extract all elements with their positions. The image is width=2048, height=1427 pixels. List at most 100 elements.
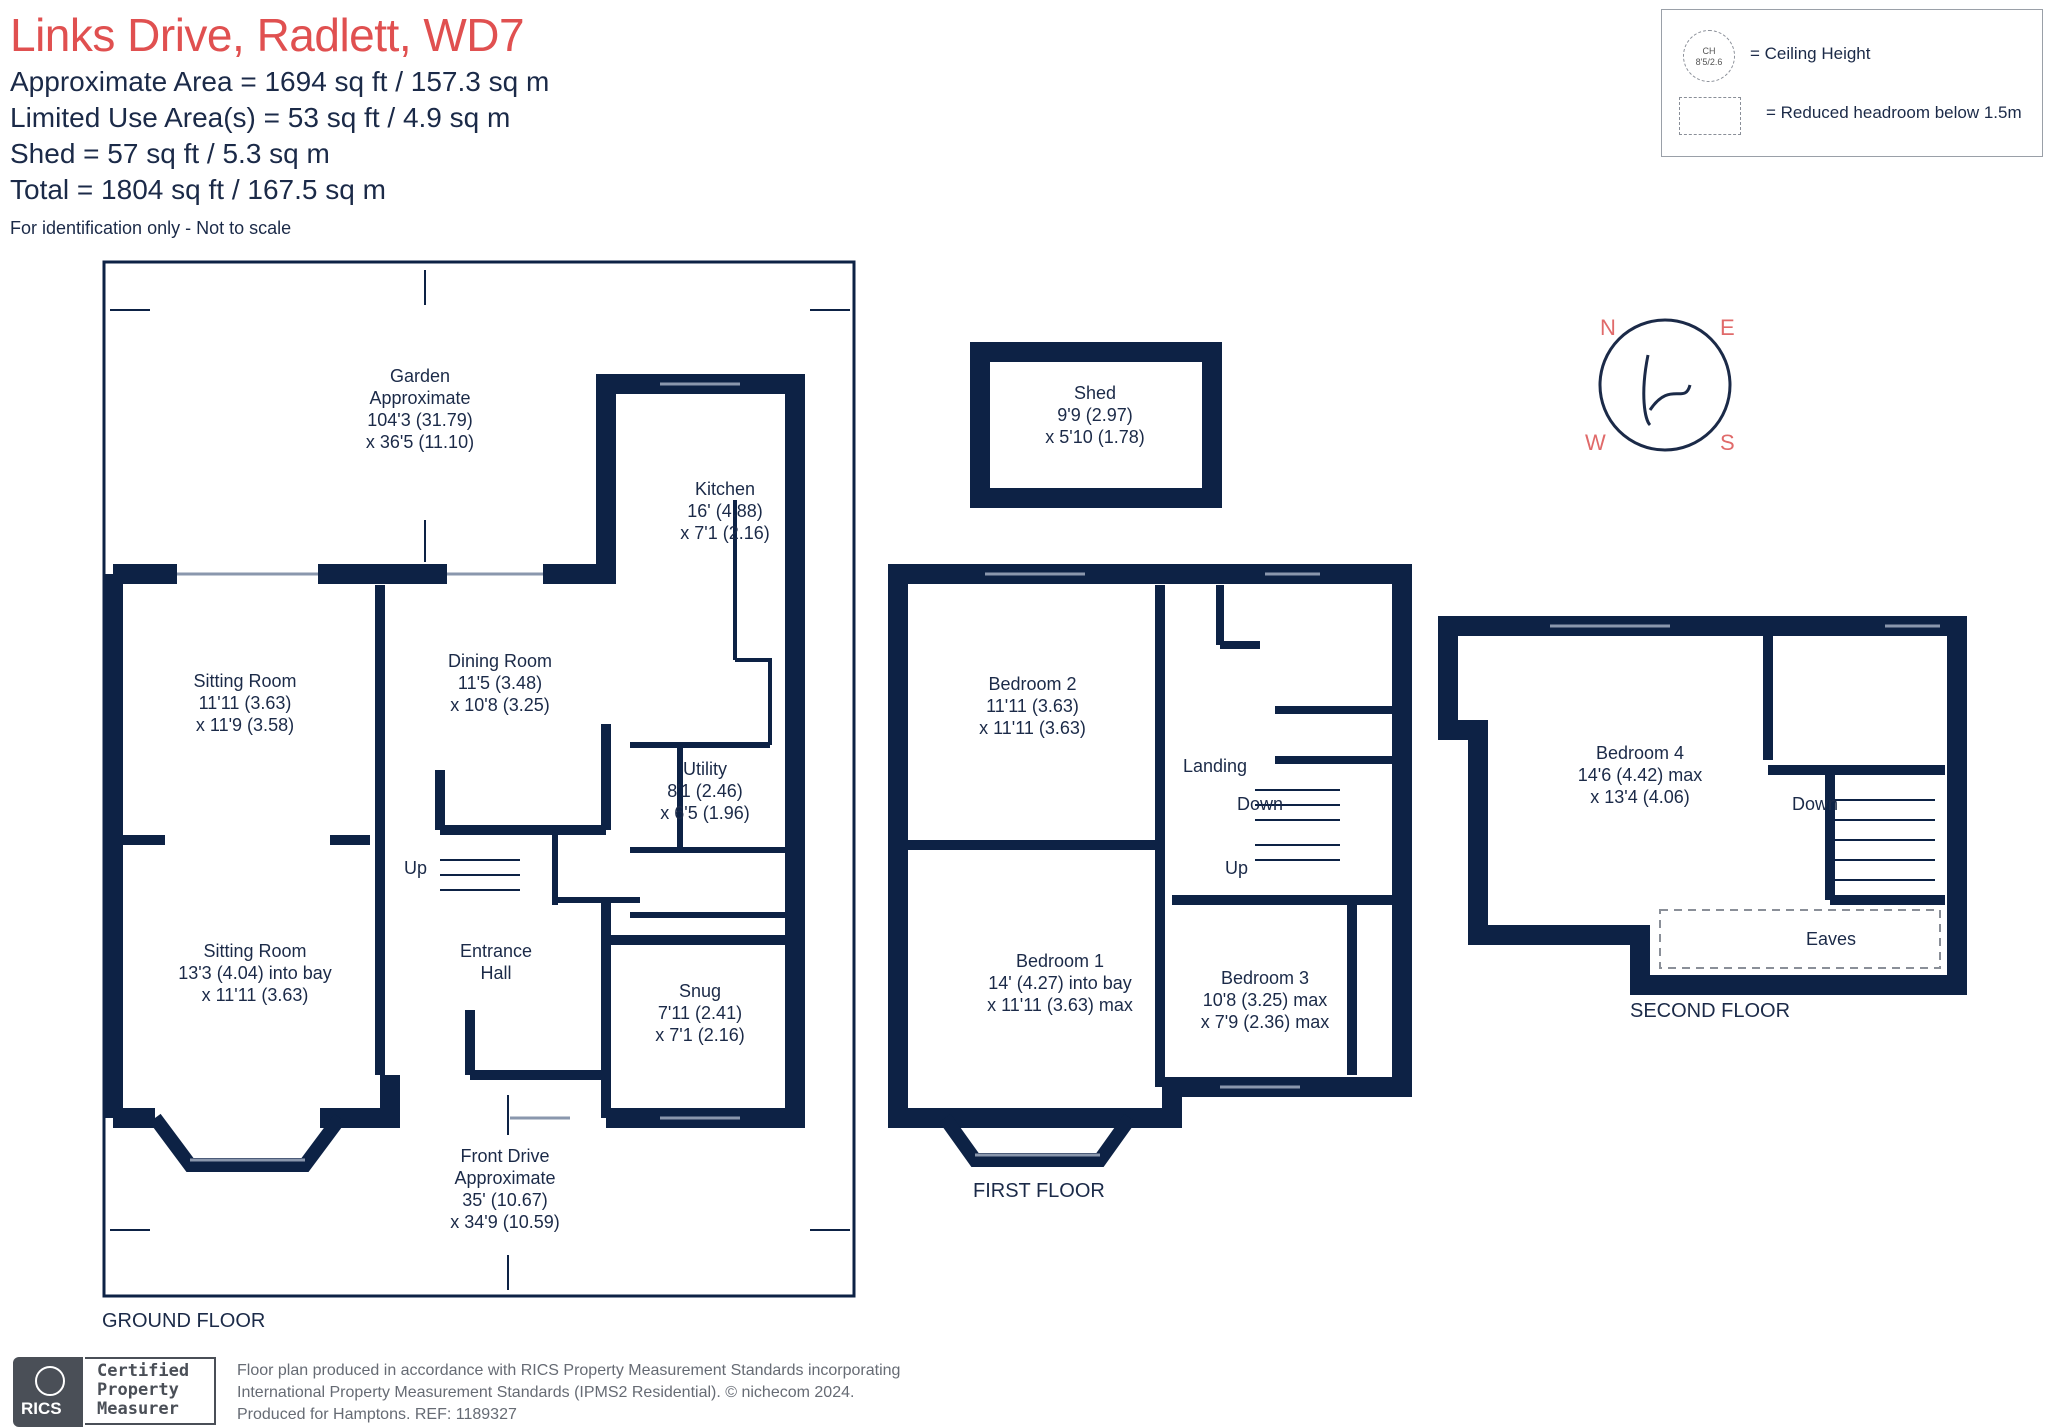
first-down-label: Down bbox=[1237, 794, 1284, 814]
bedroom-4-dim-2: x 13'4 (4.06) bbox=[1590, 787, 1690, 807]
sitting-room-2-dim-1: 13'3 (4.04) into bay bbox=[178, 963, 332, 983]
ground-wall-dining bbox=[435, 724, 611, 835]
first-floor-label: FIRST FLOOR bbox=[973, 1180, 1105, 1202]
kitchen-name: Kitchen bbox=[694, 479, 756, 499]
scale-note: For identification only - Not to scale bbox=[10, 218, 292, 238]
bedroom-3-dim-1: 10'8 (3.25) max bbox=[1202, 990, 1328, 1010]
landing-label: Landing bbox=[1183, 756, 1248, 776]
bedroom-1-label: Bedroom 1 14' (4.27) into bay x 11'11 (3… bbox=[970, 950, 1150, 1016]
sitting-room-1-dim-2: x 11'9 (3.58) bbox=[195, 715, 295, 735]
bedroom-2-label: Bedroom 2 11'11 (3.63) x 11'11 (3.63) bbox=[970, 673, 1095, 739]
kitchen-units bbox=[733, 500, 772, 745]
ground-wall-hall bbox=[465, 1010, 606, 1080]
second-floor-label: SECOND FLOOR bbox=[1630, 1000, 1791, 1022]
footer-text: Floor plan produced in accordance with R… bbox=[237, 1360, 900, 1426]
ground-up-label: Up bbox=[404, 858, 428, 878]
second-floor-internal bbox=[1763, 636, 1945, 905]
sitting-room-1-dim-1: 11'11 (3.63) bbox=[198, 693, 292, 713]
shed-walls bbox=[970, 342, 1222, 508]
eaves-area bbox=[1659, 909, 1941, 969]
rics-logo-text: RICS bbox=[21, 1399, 62, 1418]
front-drive-dim-2: x 34'9 (10.59) bbox=[450, 1212, 560, 1232]
shed-label: Shed 9'9 (2.97) x 5'10 (1.78) bbox=[1040, 382, 1150, 448]
badge-line-3: Measurer bbox=[97, 1399, 179, 1419]
shed-dim-1: 9'9 (2.97) bbox=[1057, 405, 1133, 425]
first-floor-walls bbox=[888, 564, 1412, 1128]
ground-walls-top bbox=[113, 374, 805, 1128]
ground-wall-snug bbox=[601, 900, 795, 1118]
compass: N E S W bbox=[1585, 315, 1735, 455]
ground-floor-label: GROUND FLOOR bbox=[102, 1310, 266, 1332]
legend: CH 8'5/2.6 = Ceiling Height = Reduced he… bbox=[1661, 9, 2043, 157]
compass-n: N bbox=[1600, 315, 1616, 340]
rics-emblem-icon bbox=[35, 1366, 65, 1396]
front-drive-name: Front Drive bbox=[460, 1146, 550, 1166]
bedroom-3-dim-2: x 7'9 (2.36) max bbox=[1200, 1012, 1330, 1032]
second-down-label: Down bbox=[1792, 794, 1839, 814]
garden-dim-1: 104'3 (31.79) bbox=[367, 410, 473, 430]
bedroom-4-label: Bedroom 4 14'6 (4.42) max x 13'4 (4.06) bbox=[1570, 742, 1710, 808]
garden-name: Garden bbox=[389, 366, 451, 386]
first-floor-bathroom bbox=[1216, 585, 1395, 764]
front-drive-dim-1: 35' (10.67) bbox=[462, 1190, 548, 1210]
compass-e: E bbox=[1720, 315, 1735, 340]
bedroom-2-name: Bedroom 2 bbox=[988, 674, 1077, 694]
total-area: Total = 1804 sq ft / 167.5 sq m bbox=[10, 174, 386, 205]
first-floor-internal bbox=[898, 585, 1395, 1087]
ch-symbol-top: CH bbox=[1702, 46, 1716, 56]
sitting-room-2-dim-2: x 11'11 (3.63) bbox=[201, 985, 309, 1005]
badge-line-2: Property bbox=[97, 1380, 179, 1400]
dining-room-dim-2: x 10'8 (3.25) bbox=[450, 695, 550, 715]
compass-w: W bbox=[1585, 430, 1606, 455]
utility-name: Utility bbox=[683, 759, 727, 779]
compass-logo-icon bbox=[1642, 354, 1692, 427]
front-drive-label: Front Drive Approximate 35' (10.67) x 34… bbox=[430, 1145, 580, 1233]
page-title: Links Drive, Radlett, WD7 bbox=[10, 9, 525, 61]
footer-line-1: Floor plan produced in accordance with R… bbox=[237, 1362, 901, 1379]
snug-name: Snug bbox=[678, 981, 722, 1001]
reduced-headroom-symbol bbox=[1679, 97, 1741, 135]
ch-symbol-bottom: 8'5/2.6 bbox=[1695, 57, 1723, 67]
dining-room-name: Dining Room bbox=[447, 651, 553, 671]
rics-certified-box: Certified Property Measurer bbox=[85, 1357, 216, 1425]
rics-logo: RICS bbox=[13, 1357, 83, 1427]
bedroom-3-label: Bedroom 3 10'8 (3.25) max x 7'9 (2.36) m… bbox=[1195, 967, 1335, 1033]
sitting-room-2-name: Sitting Room bbox=[203, 941, 307, 961]
garden-dim-2: x 36'5 (11.10) bbox=[365, 432, 475, 452]
shed-area: Shed = 57 sq ft / 5.3 sq m bbox=[10, 138, 330, 169]
bedroom-4-dim-1: 14'6 (4.42) max bbox=[1577, 765, 1703, 785]
entrance-hall-name-2: Hall bbox=[480, 963, 512, 983]
kitchen-label: Kitchen 16' (4.88) x 7'1 (2.16) bbox=[670, 478, 780, 544]
ground-bay bbox=[149, 1113, 346, 1172]
bedroom-2-dim-1: 11'11 (3.63) bbox=[986, 696, 1079, 716]
kitchen-dim-2: x 7'1 (2.16) bbox=[680, 523, 770, 543]
garden-label: Garden Approximate 104'3 (31.79) x 36'5 … bbox=[360, 365, 480, 453]
footer-line-3: Produced for Hamptons. REF: 1189327 bbox=[237, 1406, 517, 1423]
sitting-room-2-label: Sitting Room 13'3 (4.04) into bay x 11'1… bbox=[165, 940, 345, 1006]
shed-dim-2: x 5'10 (1.78) bbox=[1045, 427, 1145, 447]
kitchen-dim-1: 16' (4.88) bbox=[687, 501, 763, 521]
compass-s: S bbox=[1720, 430, 1735, 455]
garden-approx: Approximate bbox=[369, 388, 471, 408]
approximate-area: Approximate Area = 1694 sq ft / 157.3 sq… bbox=[10, 66, 550, 97]
front-drive-approx: Approximate bbox=[454, 1168, 556, 1188]
utility-dim-1: 8'1 (2.46) bbox=[667, 781, 743, 801]
bedroom-1-name: Bedroom 1 bbox=[1015, 951, 1105, 971]
rics-badge: RICS Certified Property Measurer bbox=[13, 1357, 218, 1427]
badge-line-1: Certified bbox=[97, 1361, 190, 1381]
sitting-room-1-label: Sitting Room 11'11 (3.63) x 11'9 (3.58) bbox=[175, 670, 315, 736]
dining-room-label: Dining Room 11'5 (3.48) x 10'8 (3.25) bbox=[430, 650, 570, 716]
footer-line-2: International Property Measurement Stand… bbox=[237, 1384, 855, 1401]
limited-use-area: Limited Use Area(s) = 53 sq ft / 4.9 sq … bbox=[10, 102, 511, 133]
bedroom-1-dim-1: 14' (4.27) into bay bbox=[988, 973, 1132, 993]
ground-wall-utility bbox=[630, 742, 785, 918]
snug-dim-2: x 7'1 (2.16) bbox=[655, 1025, 745, 1045]
bedroom-2-dim-2: x 11'11 (3.63) bbox=[979, 718, 1086, 738]
first-floor-bay bbox=[939, 1113, 1136, 1167]
dining-room-dim-1: 11'5 (3.48) bbox=[457, 673, 543, 693]
snug-dim-1: 7'11 (2.41) bbox=[657, 1003, 743, 1023]
ground-wall-stairs bbox=[552, 830, 640, 905]
eaves-label: Eaves bbox=[1806, 929, 1857, 949]
reduced-headroom-label: = Reduced headroom below 1.5m bbox=[1766, 103, 2022, 122]
